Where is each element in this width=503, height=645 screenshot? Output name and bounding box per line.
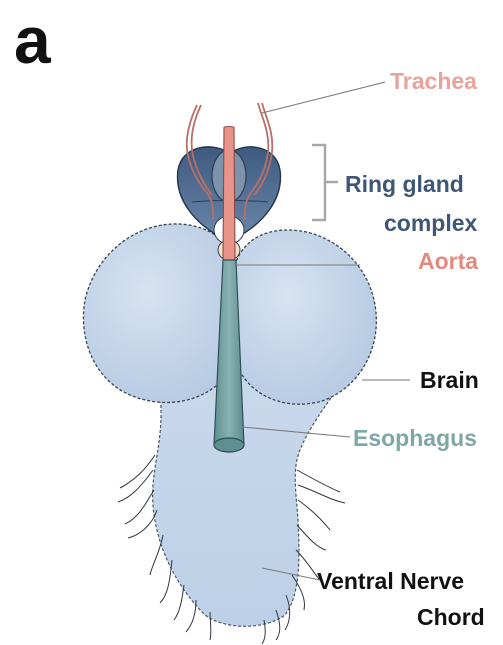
- esophagus-opening: [214, 438, 244, 452]
- trachea-leader: [262, 82, 385, 113]
- ring-gland-bracket: [312, 145, 338, 220]
- aorta-tube: [223, 127, 235, 262]
- ring-gland-label-line2: complex: [384, 210, 477, 236]
- trachea-label: Trachea: [390, 68, 477, 94]
- aorta-label: Aorta: [418, 248, 478, 274]
- brain-label: Brain: [420, 367, 479, 393]
- vnc-label-line2: Chord: [417, 604, 485, 630]
- panel-letter: a: [14, 4, 51, 76]
- vnc-label-line1: Ventral Nerve: [317, 568, 464, 594]
- ring-gland-label-line1: Ring gland: [345, 171, 464, 197]
- esophagus-label: Esophagus: [353, 425, 477, 451]
- brain-right-lobe: [229, 230, 376, 404]
